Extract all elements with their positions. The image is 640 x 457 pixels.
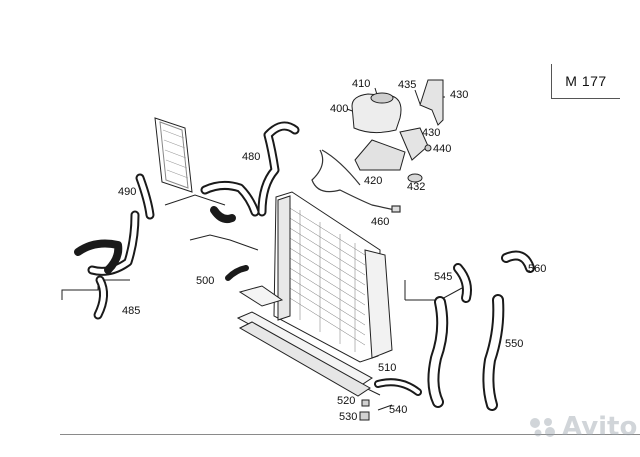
callout-410: 410 [352,78,371,90]
sensor-wire [311,149,401,213]
callout-420: 420 [364,175,383,187]
callout-530: 530 [339,411,358,423]
callout-460: 460 [371,216,390,228]
callout-485: 485 [122,305,141,317]
callout-540: 540 [389,404,408,416]
callout-435: 435 [398,79,417,91]
callout-430-mid: 430 [422,127,441,139]
leader-540 [377,404,393,411]
bracket-500 [189,234,259,251]
callout-510: 510 [378,362,397,374]
callout-545: 545 [434,271,453,283]
callout-490: 490 [118,186,137,198]
model-code: M 177 [565,73,607,89]
callout-480: 480 [242,151,261,163]
avito-watermark: Avito [528,412,637,442]
model-code-box: M 177 [551,64,620,99]
bracket-485-b [61,289,75,300]
avito-logo-icon [530,418,555,437]
callout-400: 400 [330,103,349,115]
callout-520: 520 [337,395,356,407]
hoses [74,121,535,411]
watermark-text: Avito [562,412,638,442]
callout-560: 560 [528,263,547,275]
callout-500: 500 [196,275,215,287]
callout-550: 550 [505,338,524,350]
oil-cooler [154,117,193,193]
callout-432: 432 [407,181,426,193]
callout-430-top: 430 [450,89,469,101]
bracket-490 [164,194,226,206]
fittings-520-530 [359,399,370,421]
bracket-545 [405,287,463,301]
lower-cooler [236,285,373,397]
leader-435 [414,89,421,105]
bottom-divider [60,434,640,435]
bracket-430 [399,79,444,183]
callout-440: 440 [433,143,452,155]
expansion-tank [351,92,406,171]
main-radiator [273,191,393,363]
